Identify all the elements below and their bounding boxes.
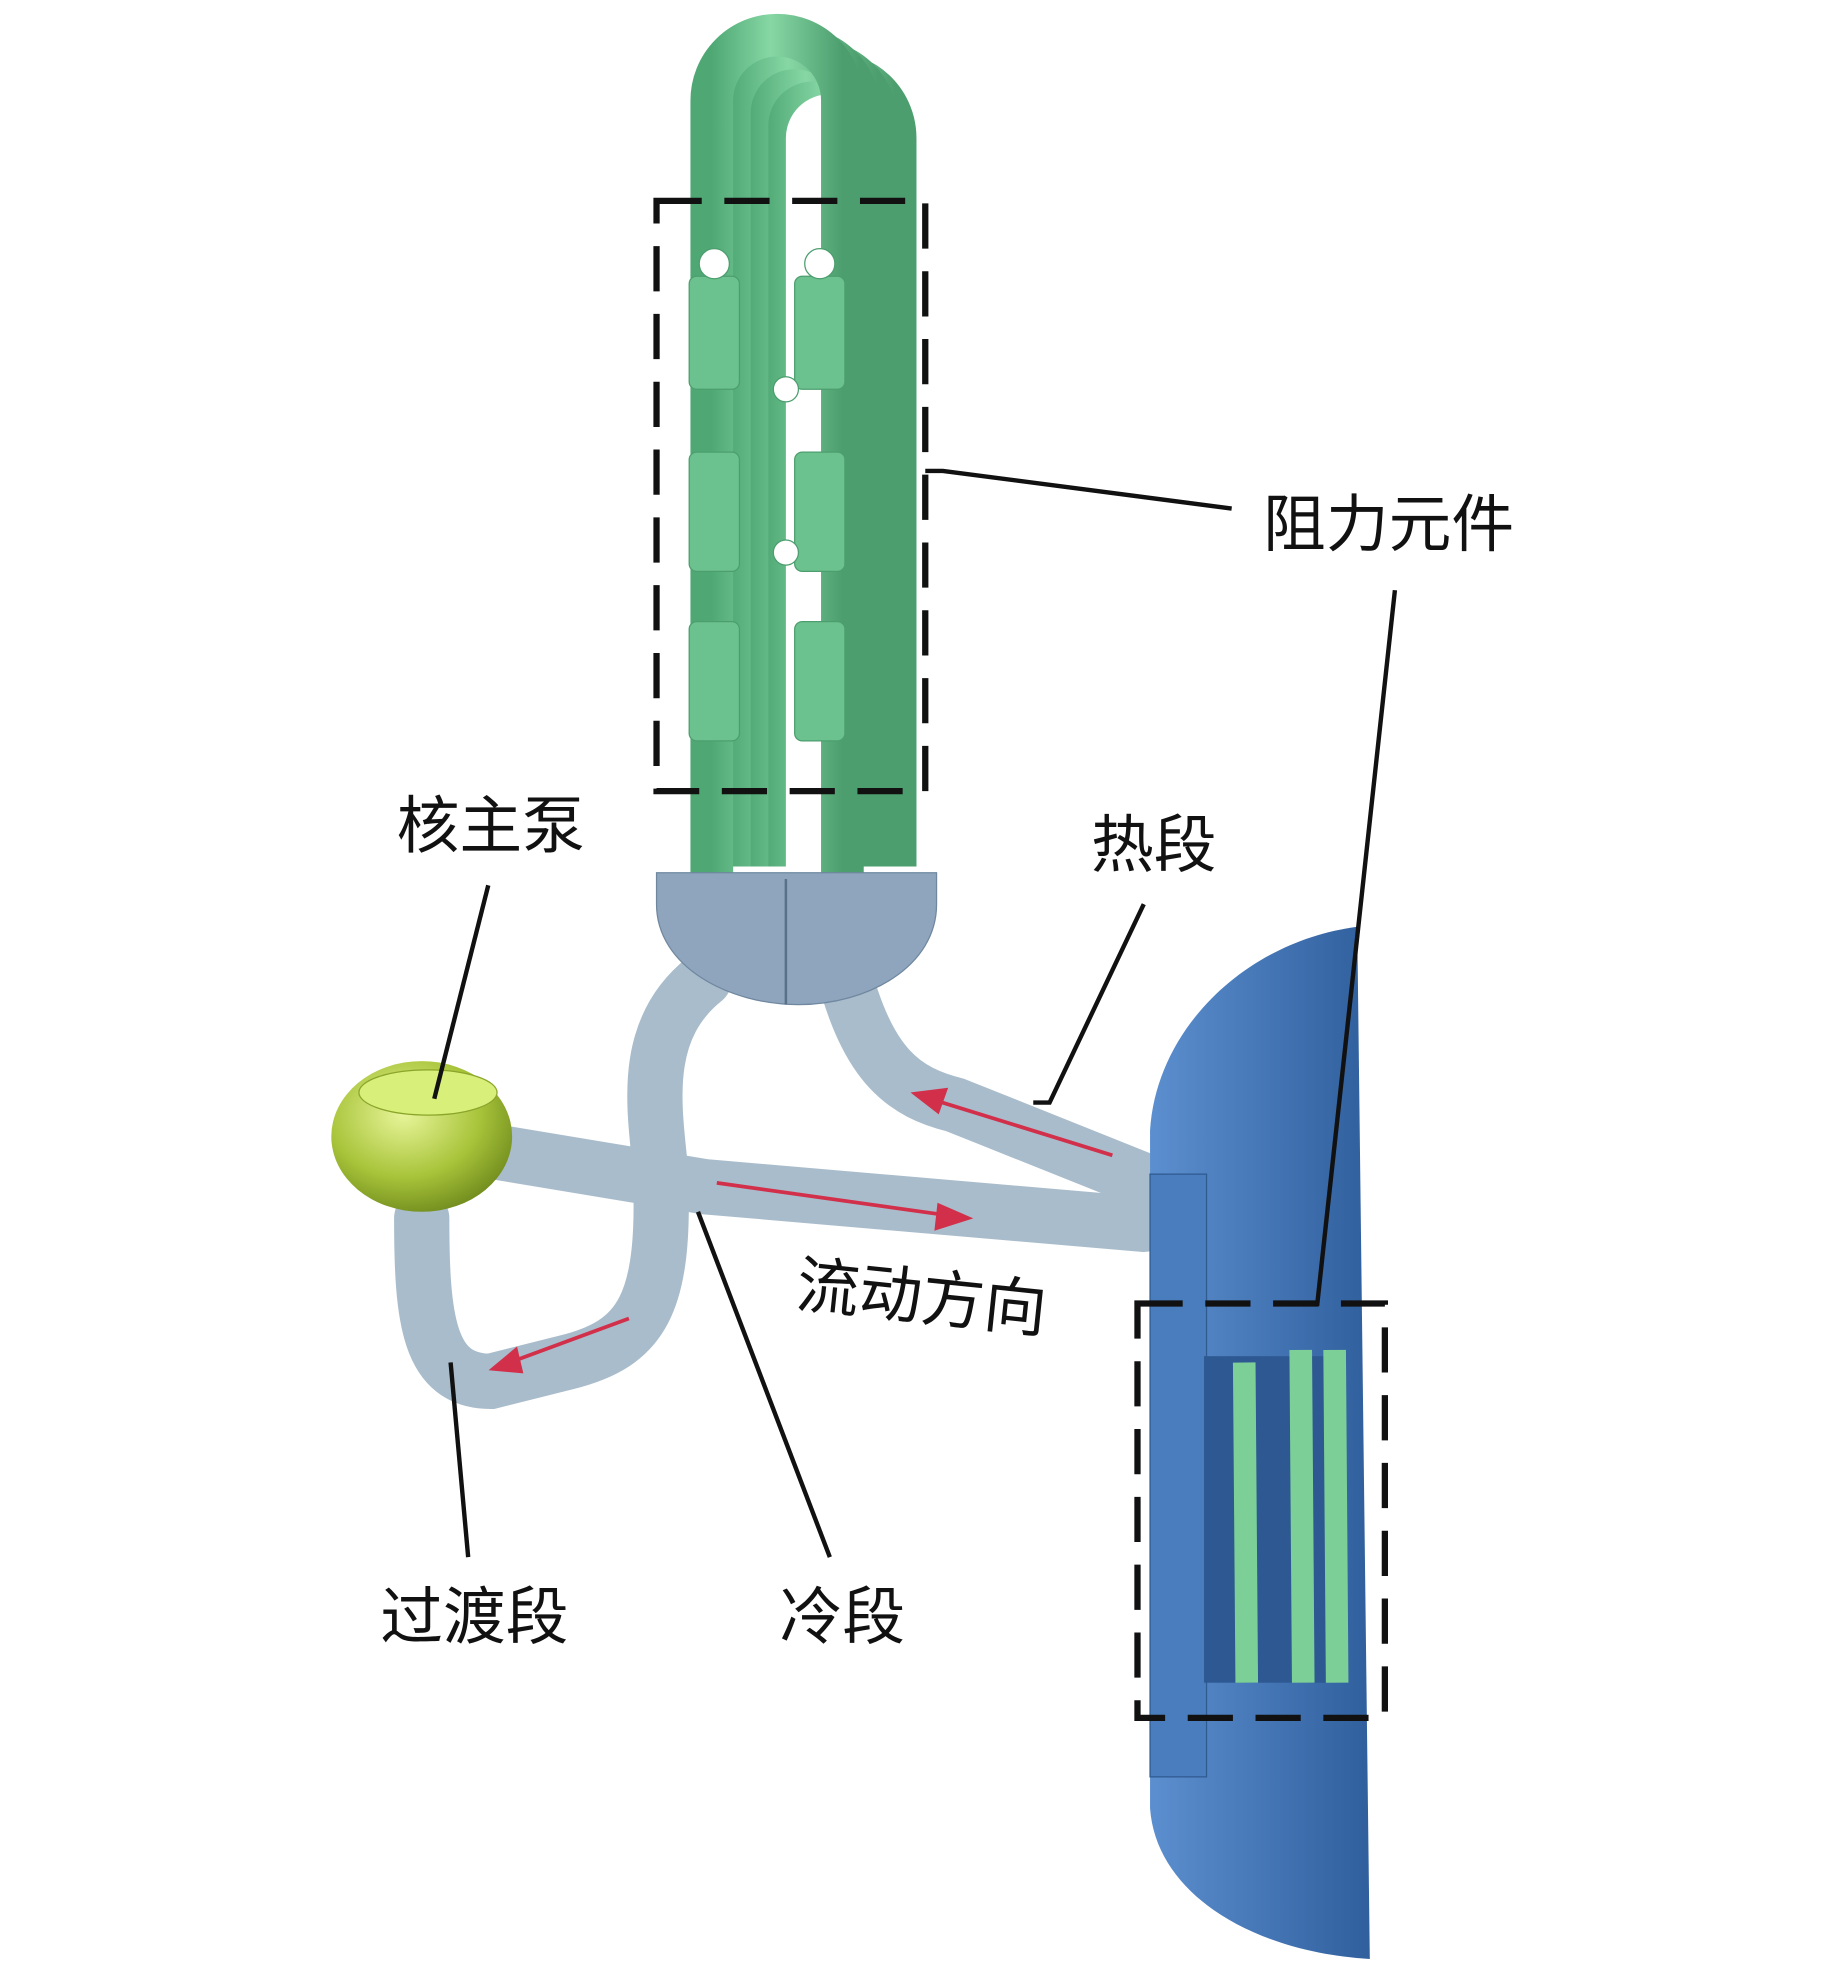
flow-arrows	[488, 1087, 1113, 1374]
label-cold-leg: 冷段	[780, 1581, 906, 1654]
transition-leg-pipe	[394, 951, 732, 1409]
label-transition-leg: 过渡段	[380, 1581, 568, 1654]
resistance-element-boxes	[653, 197, 1389, 1721]
core-rods	[1232, 1349, 1349, 1683]
label-main-pump: 核主泵	[397, 790, 585, 863]
label-flow-direction: 流动方向	[793, 1248, 1050, 1347]
cold-leg-pipe	[450, 1121, 1172, 1252]
label-resistance-element: 阻力元件	[1263, 488, 1514, 561]
leader-lines	[432, 468, 1398, 1558]
sg-plenum	[655, 872, 938, 1006]
resistance-beads	[688, 248, 846, 742]
label-hot-leg: 热段	[1091, 808, 1217, 881]
